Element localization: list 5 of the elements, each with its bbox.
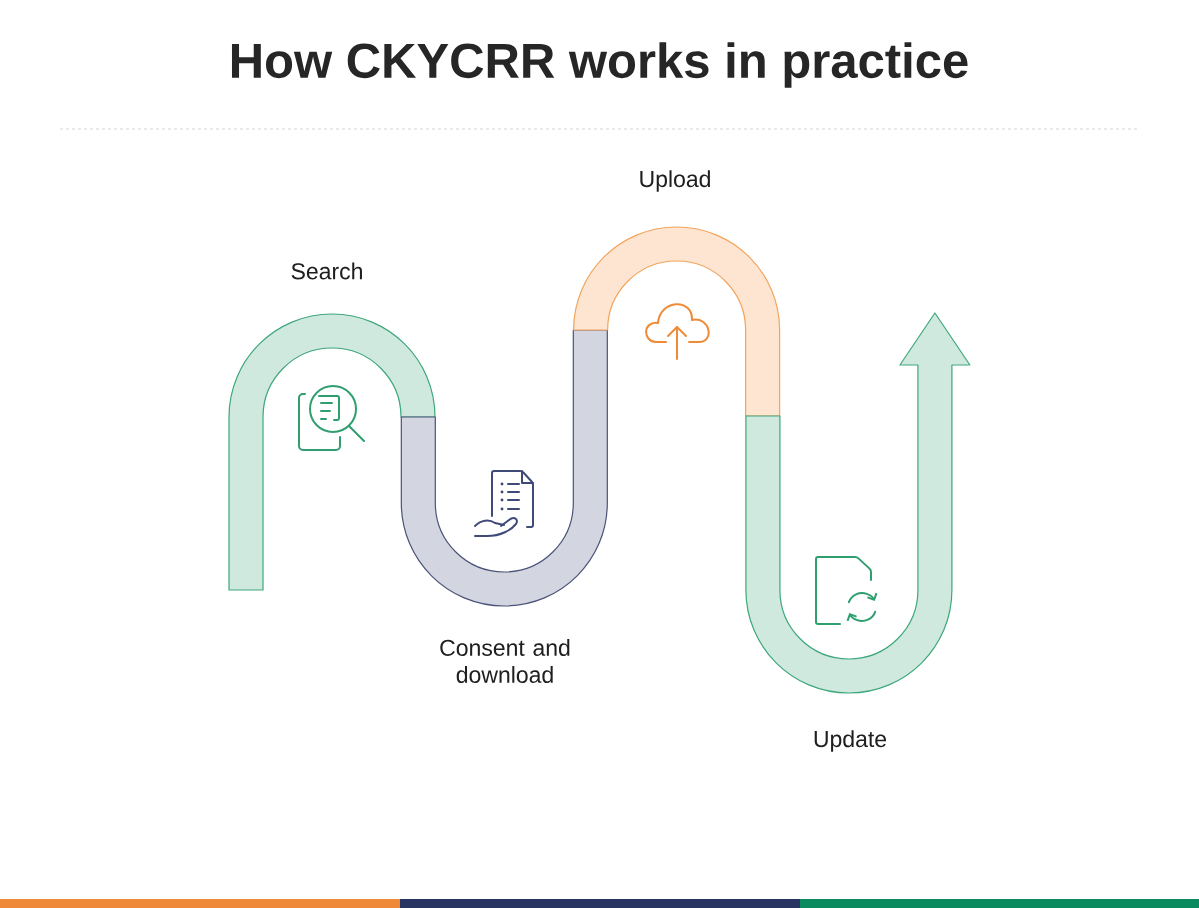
title: How CKYCRR works in practice bbox=[232, 42, 968, 88]
step-label: Search bbox=[291, 262, 362, 280]
step-label: Update bbox=[814, 730, 887, 752]
step-label: Consent and download bbox=[440, 639, 570, 683]
step-label: Upload bbox=[640, 170, 710, 192]
